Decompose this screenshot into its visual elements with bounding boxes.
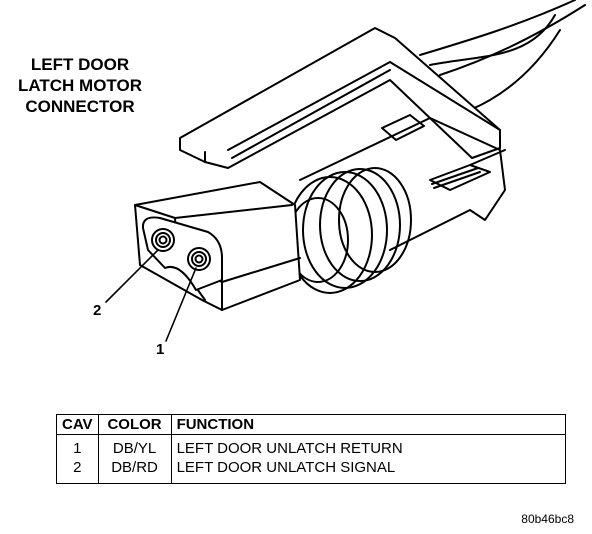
cell-function: LEFT DOOR UNLATCH SIGNAL	[170, 458, 567, 484]
connector-body	[134, 27, 506, 311]
cell-function: LEFT DOOR UNLATCH RETURN	[170, 434, 567, 458]
leader-line-1	[165, 267, 197, 342]
figure-id: 80b46bc8	[521, 512, 574, 526]
terminal-cavity-2	[151, 228, 175, 252]
table-header-row: CAV COLOR FUNCTION	[56, 414, 567, 435]
cell-color: DB/RD	[97, 458, 172, 484]
callout-pin-2: 2	[93, 302, 102, 319]
seal-rings	[287, 167, 412, 294]
header-function: FUNCTION	[170, 414, 567, 435]
table-row: 1 DB/YL LEFT DOOR UNLATCH RETURN	[56, 434, 567, 458]
diagram-title: LEFT DOOR LATCH MOTOR CONNECTOR	[6, 54, 154, 117]
title-line-2: LATCH MOTOR	[17, 76, 143, 95]
cell-cav: 1	[56, 434, 99, 458]
cell-color: DB/YL	[97, 434, 172, 458]
terminal-cavity-1	[187, 247, 211, 271]
pinout-table: CAV COLOR FUNCTION 1 DB/YL LEFT DOOR UNL…	[56, 414, 567, 484]
header-color: COLOR	[97, 414, 172, 435]
title-line-1: LEFT DOOR	[30, 55, 130, 74]
table-row: 2 DB/RD LEFT DOOR UNLATCH SIGNAL	[56, 458, 567, 484]
leader-line-2	[105, 249, 159, 303]
connector-illustration	[105, 0, 586, 342]
wire-harness	[419, 0, 586, 111]
header-cav: CAV	[56, 414, 99, 435]
cell-cav: 2	[56, 458, 99, 484]
callout-pin-1: 1	[156, 341, 165, 358]
title-line-3: CONNECTOR	[25, 97, 135, 116]
